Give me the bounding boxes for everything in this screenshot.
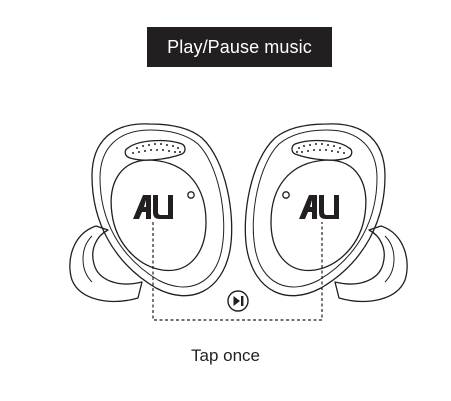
- left-grille: [124, 139, 186, 161]
- title-text: Play/Pause music: [167, 36, 312, 57]
- left-earbud: [69, 123, 233, 303]
- play-pause-icon: [227, 290, 249, 312]
- right-earbud: [244, 123, 408, 303]
- right-grille: [291, 139, 353, 161]
- right-ear-tip: [334, 225, 408, 303]
- left-shell-outer: [91, 123, 233, 297]
- left-au-logo: [133, 195, 173, 219]
- tap-connector-line: [152, 222, 323, 321]
- right-au-logo: [299, 195, 339, 219]
- right-sensor-dot: [282, 191, 290, 199]
- left-ear-tip: [69, 225, 143, 303]
- caption-text: Tap once: [191, 346, 260, 365]
- left-touch-face: [110, 159, 207, 272]
- title-banner: Play/Pause music: [147, 27, 332, 67]
- instruction-caption: Tap once: [0, 346, 451, 366]
- right-shell-outer: [244, 123, 386, 297]
- right-touch-face: [270, 159, 367, 272]
- left-sensor-dot: [187, 191, 195, 199]
